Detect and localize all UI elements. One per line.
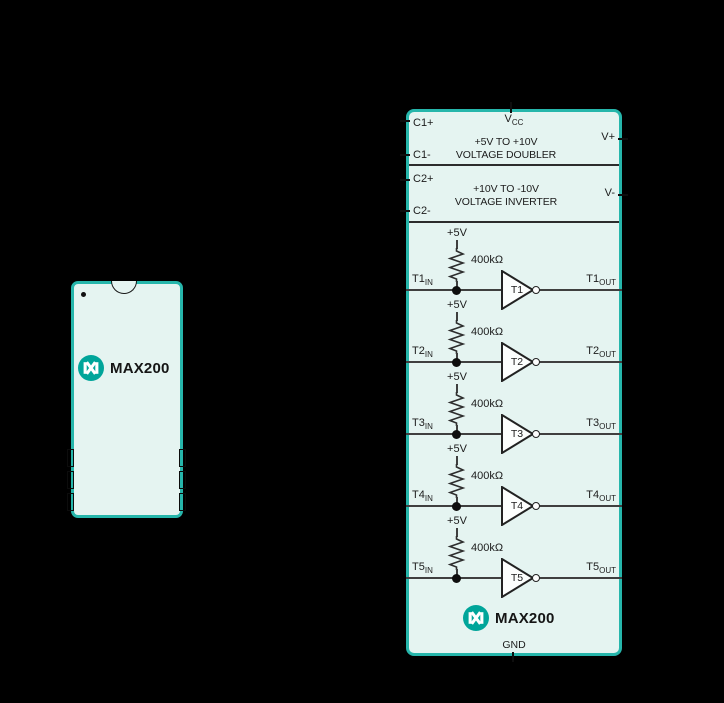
- v-minus-pin-label: V-: [604, 187, 615, 199]
- tout-pin-label: T3OUT: [586, 417, 616, 432]
- tin-pin-label: T5IN: [412, 561, 433, 576]
- part-number-label: MAX200: [110, 359, 170, 377]
- resistor-lead: [456, 353, 458, 362]
- inverter-bubble-icon: [532, 430, 540, 438]
- package-pin: [179, 449, 186, 467]
- c2-minus-pin-label: C2-: [413, 205, 431, 217]
- resistor-lead: [456, 240, 458, 249]
- gnd-pin-tick: [512, 652, 514, 662]
- resistor-icon: [447, 464, 466, 498]
- tin-pin-label: T1IN: [412, 273, 433, 288]
- junction-dot: [452, 574, 461, 583]
- tout-pin-label: T1OUT: [586, 273, 616, 288]
- supply-label: +5V: [447, 515, 467, 527]
- maxim-logo-icon: [463, 605, 489, 631]
- gate-label: T5: [510, 572, 524, 584]
- c2-plus-pin-label: C2+: [413, 173, 434, 185]
- c1-minus-pin-label: C1-: [413, 149, 431, 161]
- supply-label: +5V: [447, 371, 467, 383]
- part-number-label: MAX200: [495, 609, 555, 627]
- transmitter-row-t1: +5V 400kΩ T1 T1IN T1OUT: [406, 224, 622, 310]
- resistor-lead: [456, 312, 458, 321]
- package-notch: [111, 281, 137, 294]
- voltage-doubler-title: +5V TO +10V VOLTAGE DOUBLER: [455, 136, 557, 161]
- resistor-lead: [456, 497, 458, 506]
- c2p-pin-tick: [400, 179, 410, 181]
- tout-pin-label: T5OUT: [586, 561, 616, 576]
- resistor-value-label: 400kΩ: [471, 254, 504, 266]
- inverter-gate-icon: [501, 558, 535, 598]
- inverter-gate-icon: [501, 486, 535, 526]
- pin1-dot: [81, 292, 86, 297]
- c1p-pin-tick: [400, 120, 410, 122]
- transmitter-row-t4: +5V 400kΩ T4 T4IN T4OUT: [406, 440, 622, 526]
- maxim-logo-icon: [78, 355, 104, 381]
- resistor-icon: [447, 536, 466, 570]
- voltage-inverter-title: +10V TO -10V VOLTAGE INVERTER: [454, 183, 558, 208]
- tout-pin-label: T4OUT: [586, 489, 616, 504]
- vminus-pin-tick: [618, 194, 628, 196]
- junction-dot: [452, 502, 461, 511]
- resistor-lead: [456, 281, 458, 290]
- inverter-gate-icon: [501, 270, 535, 310]
- c1-plus-pin-label: C1+: [413, 117, 434, 129]
- c1m-pin-tick: [400, 154, 410, 156]
- gate-label: T1: [510, 284, 524, 296]
- package-pin: [67, 471, 74, 489]
- transmitter-row-t5: +5V 400kΩ T5 T5IN T5OUT: [406, 512, 622, 598]
- inverter-bubble-icon: [532, 574, 540, 582]
- transmitter-row-t2: +5V 400kΩ T2 T2IN T2OUT: [406, 296, 622, 382]
- resistor-icon: [447, 320, 466, 354]
- tin-pin-label: T3IN: [412, 417, 433, 432]
- gnd-pin-label: GND: [502, 639, 526, 651]
- inverter-gate-icon: [501, 414, 535, 454]
- vplus-pin-tick: [618, 138, 628, 140]
- gate-label: T4: [510, 500, 524, 512]
- tout-pin-label: T2OUT: [586, 345, 616, 360]
- resistor-lead: [456, 569, 458, 578]
- package-pin: [67, 449, 74, 467]
- resistor-value-label: 400kΩ: [471, 542, 504, 554]
- resistor-icon: [447, 392, 466, 426]
- dip-package-outline: MAX200: [67, 281, 186, 518]
- resistor-value-label: 400kΩ: [471, 398, 504, 410]
- package-pin: [179, 493, 186, 511]
- transmitter-row-t3: +5V 400kΩ T3 T3IN T3OUT: [406, 368, 622, 454]
- junction-dot: [452, 430, 461, 439]
- functional-diagram-block: VCC C1+ C1- V+ +5V TO +10V VOLTAGE DOUBL…: [400, 102, 628, 662]
- package-pin: [179, 471, 186, 489]
- resistor-lead: [456, 528, 458, 537]
- inverter-bubble-icon: [532, 358, 540, 366]
- resistor-value-label: 400kΩ: [471, 326, 504, 338]
- junction-dot: [452, 286, 461, 295]
- junction-dot: [452, 358, 461, 367]
- gate-label: T2: [510, 356, 524, 368]
- resistor-lead: [456, 384, 458, 393]
- c2m-pin-tick: [400, 210, 410, 212]
- block-branding: MAX200: [463, 605, 555, 631]
- resistor-lead: [456, 456, 458, 465]
- supply-label: +5V: [447, 227, 467, 239]
- supply-label: +5V: [447, 443, 467, 455]
- tin-pin-label: T4IN: [412, 489, 433, 504]
- supply-label: +5V: [447, 299, 467, 311]
- section-divider: [409, 221, 619, 223]
- vcc-pin-label: VCC: [504, 113, 524, 128]
- tin-pin-label: T2IN: [412, 345, 433, 360]
- vcc-pin-tick: [510, 102, 512, 113]
- chip-branding: MAX200: [78, 355, 170, 381]
- resistor-icon: [447, 248, 466, 282]
- resistor-value-label: 400kΩ: [471, 470, 504, 482]
- inverter-bubble-icon: [532, 286, 540, 294]
- resistor-lead: [456, 425, 458, 434]
- gate-label: T3: [510, 428, 524, 440]
- package-pin: [67, 493, 74, 511]
- section-divider: [409, 164, 619, 166]
- v-plus-pin-label: V+: [601, 131, 615, 143]
- inverter-gate-icon: [501, 342, 535, 382]
- inverter-bubble-icon: [532, 502, 540, 510]
